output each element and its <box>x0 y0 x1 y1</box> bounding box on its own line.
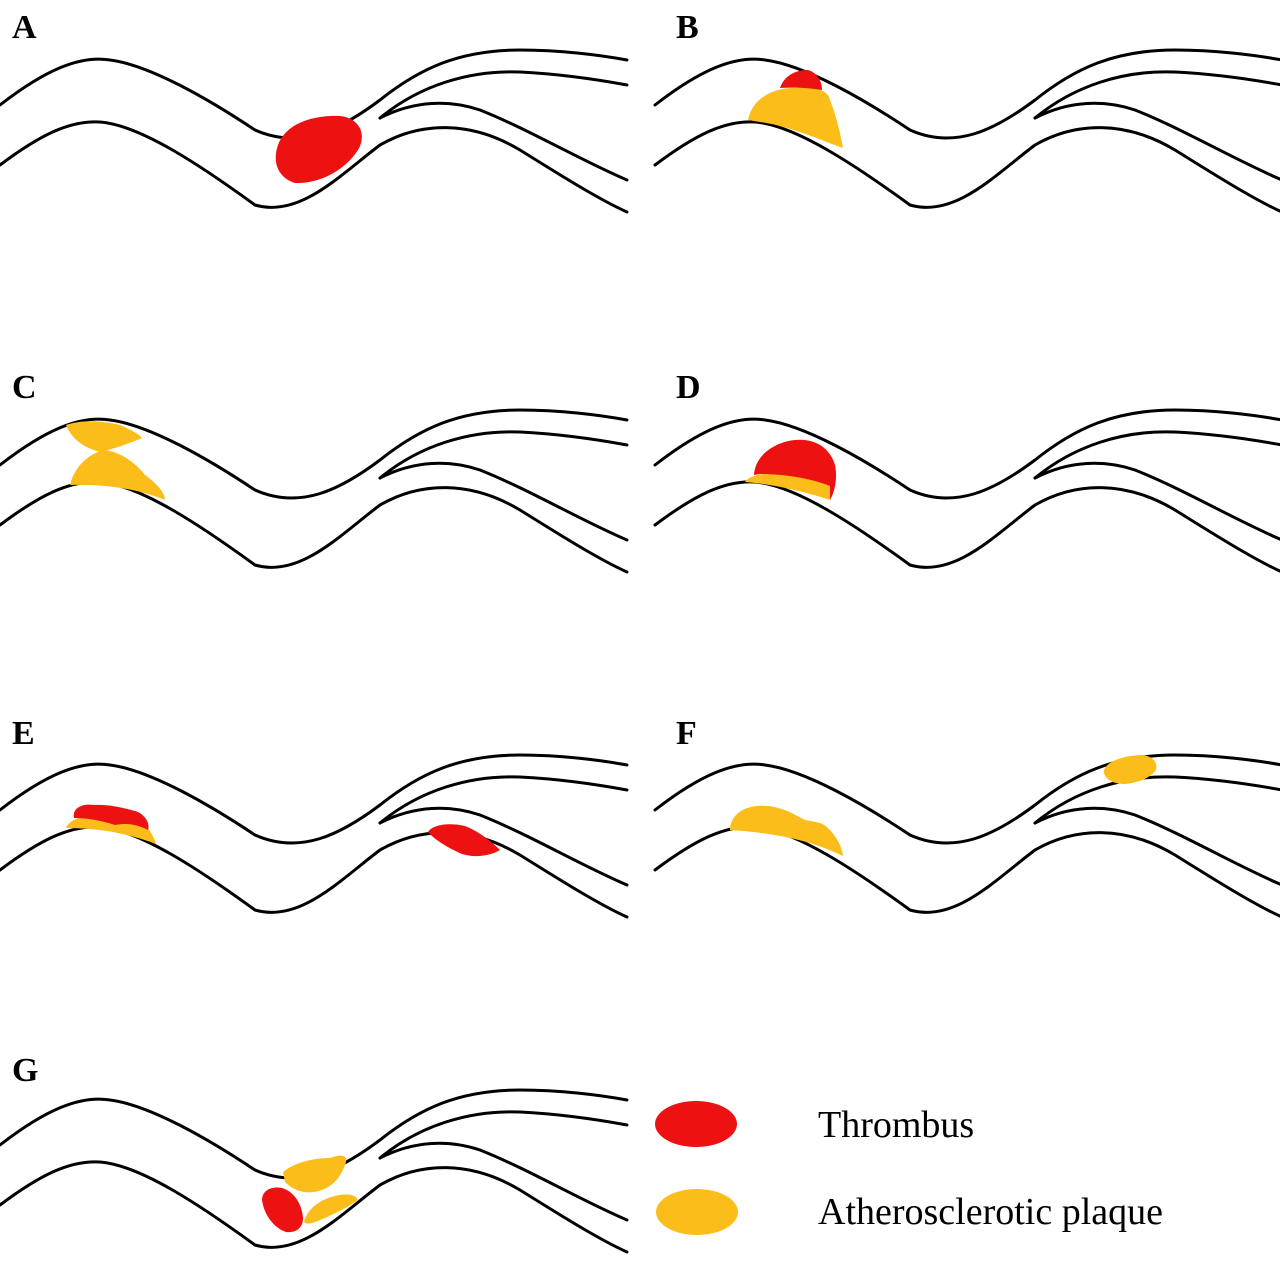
panel-a: A <box>0 9 629 214</box>
atherosclerotic-plaque <box>745 473 832 500</box>
panel-label: F <box>676 715 697 752</box>
artery-diagram <box>653 48 1280 214</box>
legend-plaque-label: Atherosclerotic plaque <box>818 1191 1163 1233</box>
thrombus <box>428 824 500 857</box>
panel-b: B <box>653 9 1280 214</box>
legend: Thrombus Atherosclerotic plaque <box>655 1101 1163 1235</box>
thrombus <box>754 439 837 500</box>
atherosclerotic-plaque <box>66 421 142 452</box>
legend-thrombus-label: Thrombus <box>818 1104 974 1146</box>
atherosclerotic-plaque <box>1103 755 1157 784</box>
atherosclerotic-plaque <box>748 87 843 148</box>
artery-diagram <box>653 753 1280 919</box>
thrombus <box>73 804 149 830</box>
panel-d: D <box>653 369 1280 574</box>
panel-label: C <box>12 369 37 406</box>
thrombus <box>780 70 822 90</box>
panel-c: C <box>0 369 629 574</box>
thrombus <box>262 1187 303 1233</box>
atherosclerotic-plaque <box>283 1155 347 1193</box>
artery-diagram <box>653 408 1280 574</box>
atherosclerotic-plaque <box>730 805 843 856</box>
atherosclerotic-plaque <box>70 450 165 500</box>
panel-label: B <box>676 9 699 46</box>
artery-diagram <box>0 753 629 919</box>
panel-f: F <box>653 715 1280 919</box>
panel-label: A <box>12 9 37 46</box>
legend-thrombus-swatch <box>655 1101 737 1147</box>
panel-g: G <box>0 1052 629 1254</box>
legend-plaque-swatch <box>656 1189 738 1235</box>
thrombus <box>275 115 362 184</box>
panel-e: E <box>0 715 629 919</box>
panel-label: E <box>12 715 35 752</box>
panel-label: D <box>676 369 701 406</box>
panel-label: G <box>12 1052 38 1089</box>
atherosclerotic-plaque <box>304 1194 358 1224</box>
